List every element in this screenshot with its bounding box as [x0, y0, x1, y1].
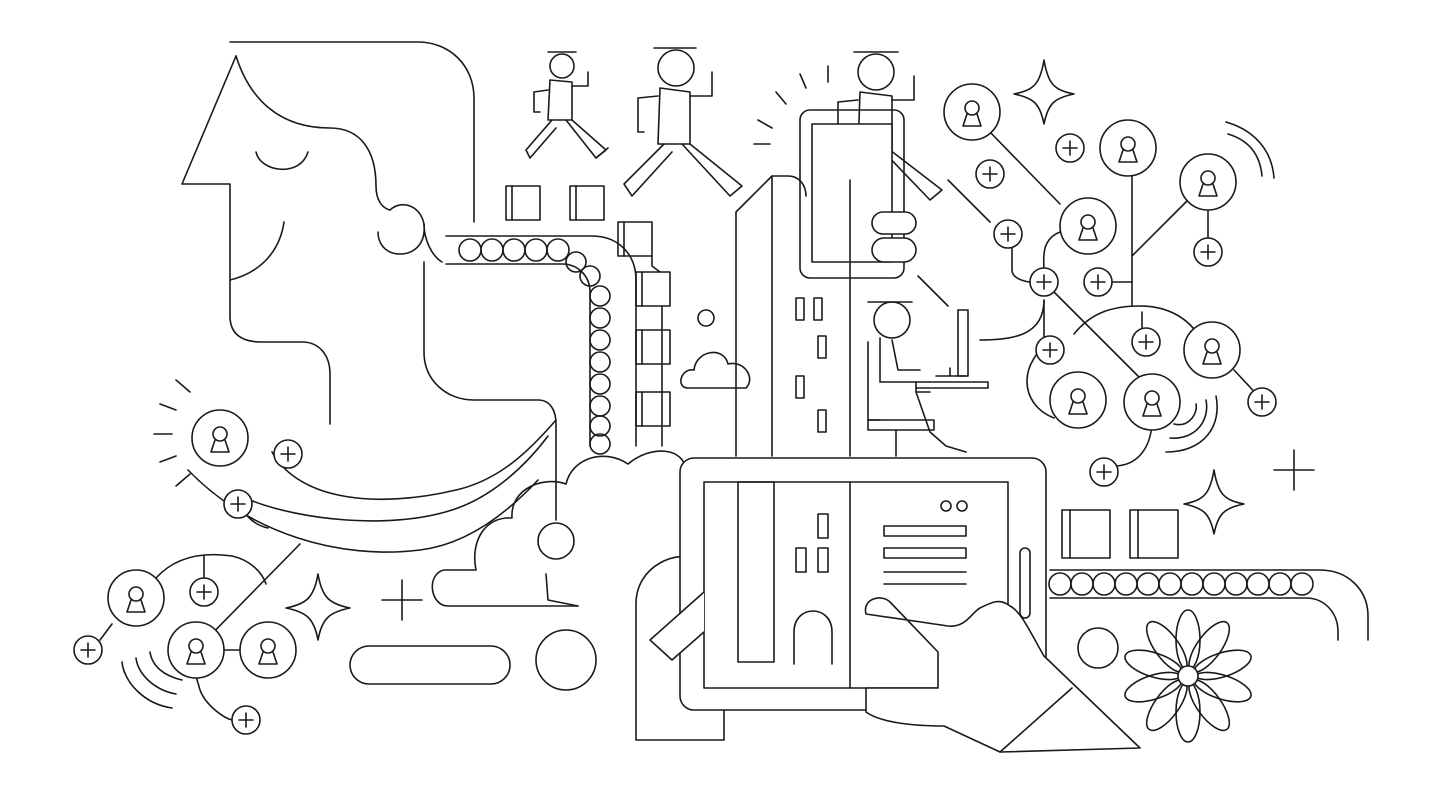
roller-icon — [590, 352, 610, 372]
keyhole-badge-icon — [1184, 322, 1240, 378]
roller-icon — [590, 330, 610, 350]
walking-person-icon — [526, 52, 608, 158]
roller-icon — [481, 239, 503, 261]
roller-icon — [590, 396, 610, 416]
boxes-icon — [506, 186, 670, 446]
roller-icon — [503, 239, 525, 261]
roller-icon — [1093, 573, 1115, 595]
roller-icon — [566, 252, 586, 272]
roller-icon — [1247, 573, 1269, 595]
roller-icon — [1049, 573, 1071, 595]
keyhole-badge-icon — [168, 622, 224, 678]
roller-icon — [1225, 573, 1247, 595]
roller-icon — [1269, 573, 1291, 595]
plus-node-icon — [74, 636, 102, 664]
roller-icon — [1181, 573, 1203, 595]
roller-icon — [590, 416, 610, 436]
roller-icon — [1071, 573, 1093, 595]
keyhole-badge-icon — [1050, 372, 1106, 428]
conveyor-belt-icon — [446, 236, 636, 454]
roller-icon — [1291, 573, 1313, 595]
phone-in-hand-icon — [800, 110, 916, 278]
head-profile-icon — [182, 42, 574, 559]
roller-icon — [1203, 573, 1225, 595]
roller-icon — [1159, 573, 1181, 595]
roller-icon — [1115, 573, 1137, 595]
plus-node-icon — [1030, 268, 1058, 296]
plus-node-icon — [224, 490, 252, 518]
keyhole-badge-icon — [1180, 154, 1236, 210]
keyhole-badge-icon — [240, 622, 296, 678]
plus-node-icon — [1036, 336, 1064, 364]
roller-icon — [590, 434, 610, 454]
signal-waves-icon — [122, 122, 1274, 708]
roller-icon — [580, 266, 600, 286]
person-at-computer-icon — [868, 276, 988, 456]
plus-node-icon — [190, 578, 218, 606]
motion-lines-icon — [154, 380, 190, 486]
plus-node-icon — [994, 220, 1022, 248]
keyhole-badge-icon — [1060, 198, 1116, 254]
keyhole-badge-icon — [1124, 374, 1180, 430]
plus-node-icon — [1248, 388, 1276, 416]
plus-node-icon — [1084, 268, 1112, 296]
roller-icon — [590, 308, 610, 328]
keyhole-badge-icon — [192, 410, 248, 466]
cloud-icon — [188, 420, 686, 650]
roller-icon — [590, 374, 610, 394]
roller-icon — [459, 239, 481, 261]
office-building-icon — [681, 176, 850, 456]
network-connections-icon — [100, 512, 268, 720]
flower-icon — [1122, 610, 1255, 742]
roller-icon — [525, 239, 547, 261]
plus-node-icon — [976, 160, 1004, 188]
decor-shapes-icon — [286, 60, 1314, 690]
plus-node-icon — [1194, 238, 1222, 266]
plus-node-icon — [274, 440, 302, 468]
walking-person-icon — [624, 48, 742, 196]
tablet-icon — [636, 458, 1140, 752]
plus-node-icon — [232, 706, 260, 734]
keyhole-badge-icon — [944, 84, 1000, 140]
keyhole-badge-icon — [1100, 120, 1156, 176]
motion-lines-icon — [754, 66, 828, 144]
petal-icon — [1176, 610, 1200, 670]
plus-node-icon — [1132, 328, 1160, 356]
conveyor-belt-icon — [1049, 510, 1368, 640]
roller-icon — [547, 239, 569, 261]
petal-icon — [1176, 682, 1200, 742]
plus-node-icon — [1090, 458, 1118, 486]
keyhole-badge-icon — [108, 570, 164, 626]
plus-node-icon — [1056, 134, 1084, 162]
roller-icon — [590, 286, 610, 306]
roller-icon — [1137, 573, 1159, 595]
